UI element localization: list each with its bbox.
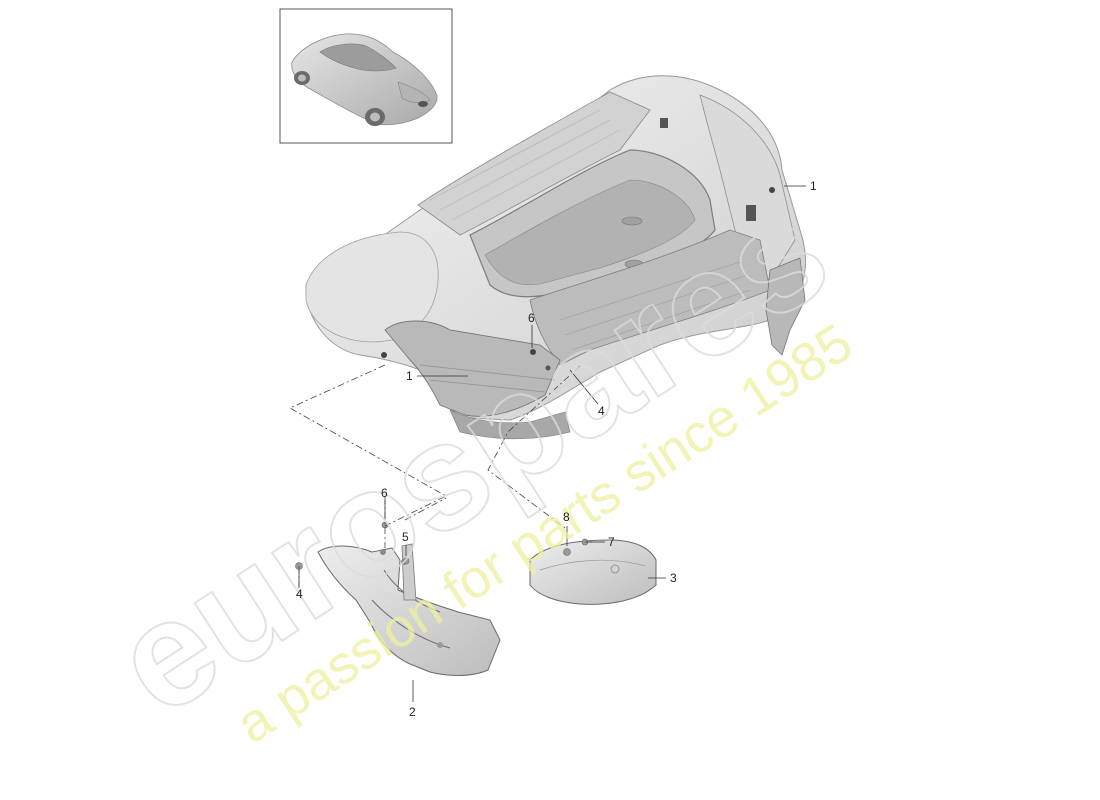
callout-label: 4	[598, 404, 605, 418]
callout-label: 4	[296, 587, 303, 601]
part-3-cover	[529, 539, 657, 605]
fasteners	[295, 521, 589, 570]
callout-label: 7	[608, 535, 615, 549]
callout-labels: 1 1 6 4 6 5 4 2 8 7 3	[296, 179, 817, 719]
callout-label: 3	[670, 571, 677, 585]
car-thumbnail	[279, 8, 453, 144]
car-thumbnail-icon	[291, 33, 438, 126]
callout-label: 1	[406, 369, 413, 383]
part-2-bracket	[317, 543, 501, 676]
callout-label: 5	[402, 530, 409, 544]
callout-label: 1	[810, 179, 817, 193]
rear-body-assembly	[305, 75, 806, 440]
leader-lines	[298, 185, 806, 702]
callout-label: 8	[563, 510, 570, 524]
callout-label: 6	[528, 311, 535, 325]
callout-label: 2	[409, 705, 416, 719]
callout-label: 6	[381, 486, 388, 500]
